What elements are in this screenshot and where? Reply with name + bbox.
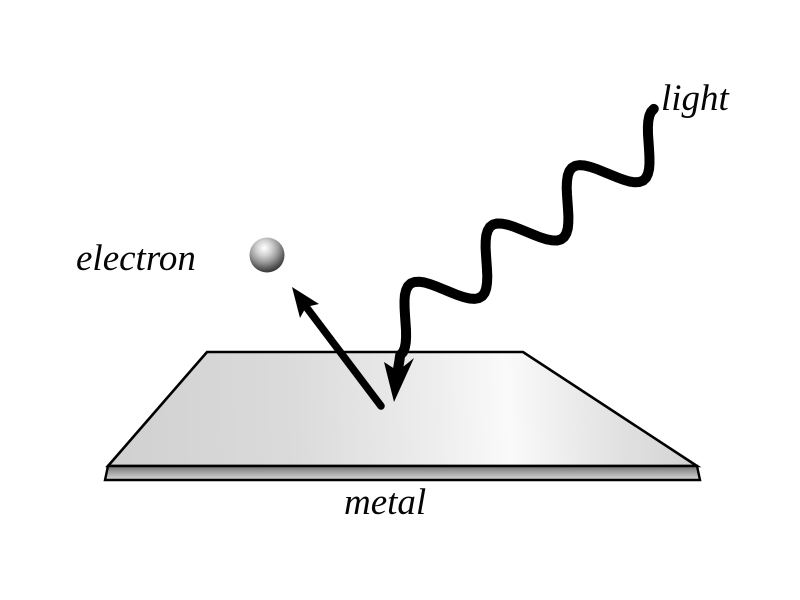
metal-plate-front-edge xyxy=(103,464,702,482)
light-label: light xyxy=(661,78,729,119)
light-wave xyxy=(393,103,659,373)
light-wave-arrowhead-icon xyxy=(384,358,414,402)
electron-label: electron xyxy=(76,238,196,279)
electron-arrowhead-icon xyxy=(292,287,319,318)
metal-label: metal xyxy=(344,482,427,523)
electron-sphere xyxy=(249,237,285,273)
electron-arrow-shaft xyxy=(303,304,385,410)
